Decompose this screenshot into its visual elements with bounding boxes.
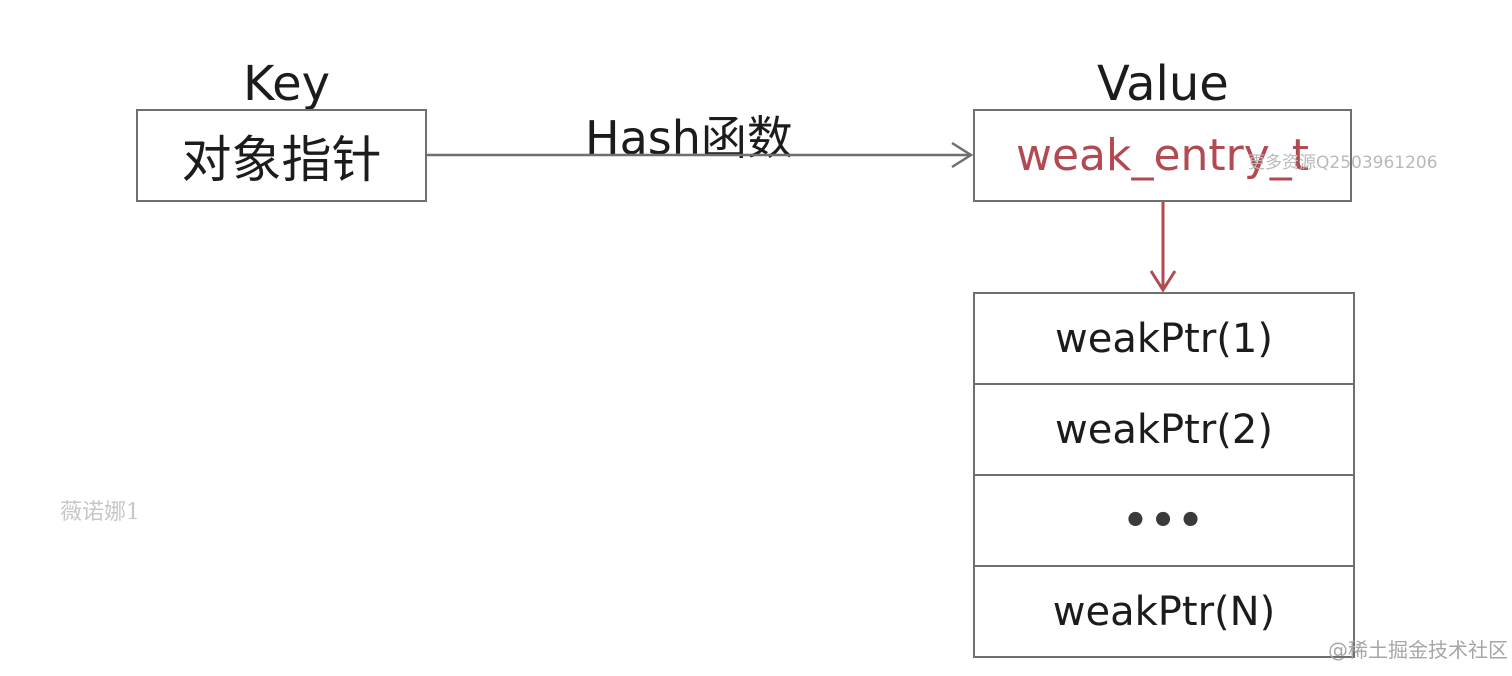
- key-box: 对象指针: [136, 109, 427, 202]
- entry-arrow: [1149, 202, 1177, 293]
- key-heading: Key: [243, 56, 331, 112]
- weak-ptr-row: weakPtr(2): [975, 383, 1353, 474]
- value-box-label: weak_entry_t: [1015, 130, 1310, 181]
- value-heading: Value: [1097, 56, 1229, 112]
- hash-arrow: [427, 141, 974, 169]
- weak-ptr-row: weakPtr(N): [975, 565, 1353, 656]
- left-watermark: 薇诺娜1: [60, 500, 140, 525]
- key-box-label: 对象指针: [181, 130, 382, 189]
- overlay-watermark: 更多资源Q2503961206: [1248, 153, 1438, 173]
- weak-ptr-row: weakPtr(1): [1055, 315, 1273, 362]
- corner-watermark: @稀土掘金技术社区: [1328, 638, 1508, 662]
- value-box: weak_entry_t: [973, 109, 1352, 202]
- ellipsis-row: •••: [975, 474, 1353, 565]
- weak-ptr-list: weakPtr(1) weakPtr(2) ••• weakPtr(N): [973, 292, 1355, 658]
